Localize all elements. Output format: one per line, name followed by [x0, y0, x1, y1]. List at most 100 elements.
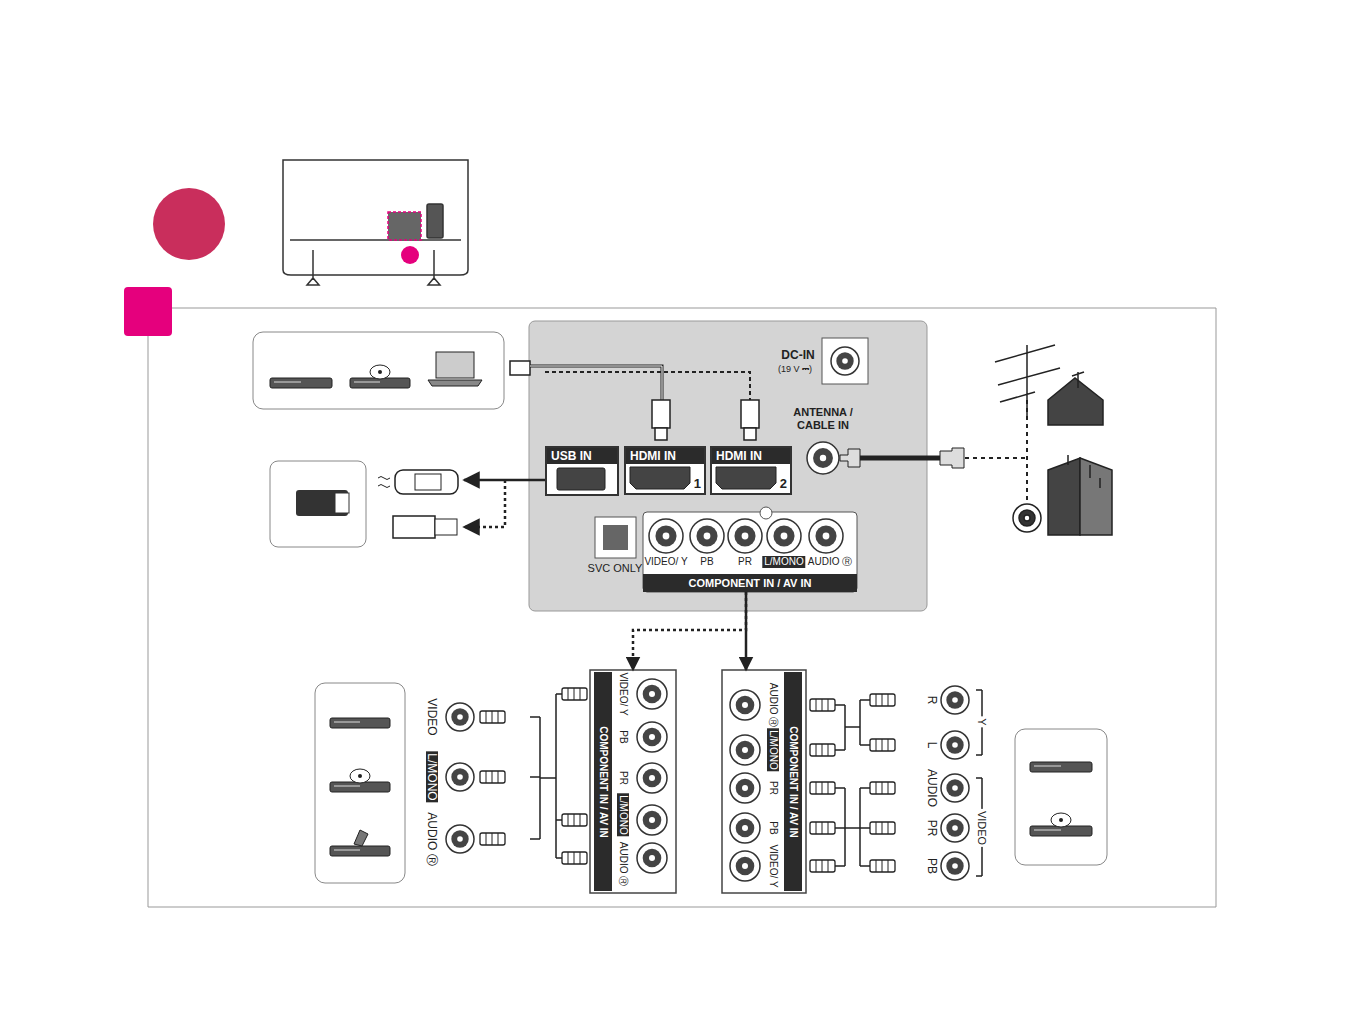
laptop-icon: [436, 352, 474, 378]
rca-plug: [870, 822, 895, 834]
device-icon: [1059, 818, 1063, 822]
rca-plug: [876, 822, 877, 834]
rca-plug: [870, 782, 895, 794]
device-box: [1015, 729, 1107, 865]
rca-jack: [457, 714, 463, 720]
rca-plug: [486, 711, 487, 723]
rca-jack: [742, 747, 748, 753]
rca-plug: [562, 852, 587, 864]
rca-plug: [810, 782, 835, 794]
rca-jack: [457, 836, 463, 842]
dc-jack: [822, 338, 868, 384]
rca-plug: [498, 771, 499, 783]
rca-jack: [941, 814, 969, 842]
jack-label: AUDIO: [926, 767, 938, 809]
rca-jack: [643, 811, 662, 830]
rca-plug: [822, 822, 823, 834]
rca-jack: [813, 448, 833, 468]
rca-plug: [580, 852, 581, 864]
rca-plug: [562, 814, 587, 826]
device-icon: [274, 382, 301, 383]
jack-label: DC-IN: [781, 349, 814, 361]
rca-plug: [822, 782, 823, 794]
rca-jack: [730, 690, 760, 720]
jack-label: PB: [617, 730, 629, 743]
rca-jack: [649, 734, 655, 740]
rca-plug: [888, 739, 889, 751]
rca-jack: [446, 763, 474, 791]
jack-label: VIDEO: [976, 809, 988, 847]
port-box: HDMI IN1: [624, 446, 706, 495]
rca-plug: [810, 744, 835, 756]
jack-label: PR: [767, 781, 779, 795]
device-icon: [1051, 813, 1071, 827]
rca-jack: [836, 352, 853, 369]
rca-plug: [876, 739, 877, 751]
rca-plug: [882, 694, 883, 706]
rca-plug: [498, 833, 499, 845]
rca-plug: [828, 744, 829, 756]
rca-jack: [637, 763, 667, 793]
rca-plug: [492, 833, 493, 845]
jack-label: VIDEO/ Y: [617, 672, 629, 715]
rca-jack: [946, 736, 963, 753]
device-icon: [1030, 762, 1092, 772]
rca-jack: [451, 708, 468, 725]
av-panel: [722, 670, 806, 893]
rca-plug: [480, 711, 505, 723]
rca-plug: [810, 699, 835, 711]
rca-jack: [451, 768, 468, 785]
rca-wires: [530, 690, 982, 876]
device-icon: [350, 769, 370, 783]
rca-plug: [816, 744, 817, 756]
rca-plug: [568, 688, 569, 700]
rca-jack: [809, 519, 843, 553]
rca-jack: [643, 849, 662, 868]
rca-plug: [876, 860, 877, 872]
rca-plug: [480, 833, 505, 845]
rca-plug: [828, 860, 829, 872]
device-icon: [358, 774, 362, 778]
rca-jack: [742, 863, 748, 869]
rca-plug: [492, 771, 493, 783]
rca-jack: [742, 785, 748, 791]
jack-label: AUDIO Ⓡ: [808, 556, 852, 568]
rca-plug: [816, 782, 817, 794]
rca-jack: [946, 691, 963, 708]
rca-jack: [941, 731, 969, 759]
rca-jack: [773, 525, 794, 546]
jack-label: SVC ONLY: [588, 562, 643, 574]
rca-jack: [946, 819, 963, 836]
rca-jack: [952, 863, 958, 869]
rca-jack: [446, 703, 474, 731]
av-panel-box: COMPONENT IN / AV IN: [590, 670, 676, 893]
rca-plug: [888, 694, 889, 706]
rca-plug: [876, 782, 877, 794]
jack-label: AUDIO Ⓡ: [617, 842, 629, 886]
rca-jack: [952, 785, 958, 791]
rca-plug: [888, 782, 889, 794]
rca-jack: [736, 857, 755, 876]
hdmi-cable: [510, 361, 759, 440]
rca-jack: [690, 519, 724, 553]
rca-jack: [637, 805, 667, 835]
rca-jack: [820, 455, 826, 461]
jack-label: R: [926, 694, 938, 707]
device-icon: [354, 830, 368, 846]
rca-jack: [730, 735, 760, 765]
jack-label: L/MONO: [617, 793, 629, 836]
port-box: HDMI IN2: [710, 446, 792, 495]
port-box: USB IN: [545, 446, 619, 496]
rca-jack: [446, 825, 474, 853]
usb-devices: [270, 461, 545, 547]
rca-jack: [941, 852, 969, 880]
port-label: HDMI IN: [712, 448, 790, 464]
rca-plug: [822, 860, 823, 872]
rca-plug: [888, 860, 889, 872]
rca-jack: [655, 525, 676, 546]
rca-jack: [736, 741, 755, 760]
rca-jack: [952, 742, 958, 748]
jack-label: PB: [926, 856, 938, 876]
laptop-icon: [428, 380, 482, 386]
